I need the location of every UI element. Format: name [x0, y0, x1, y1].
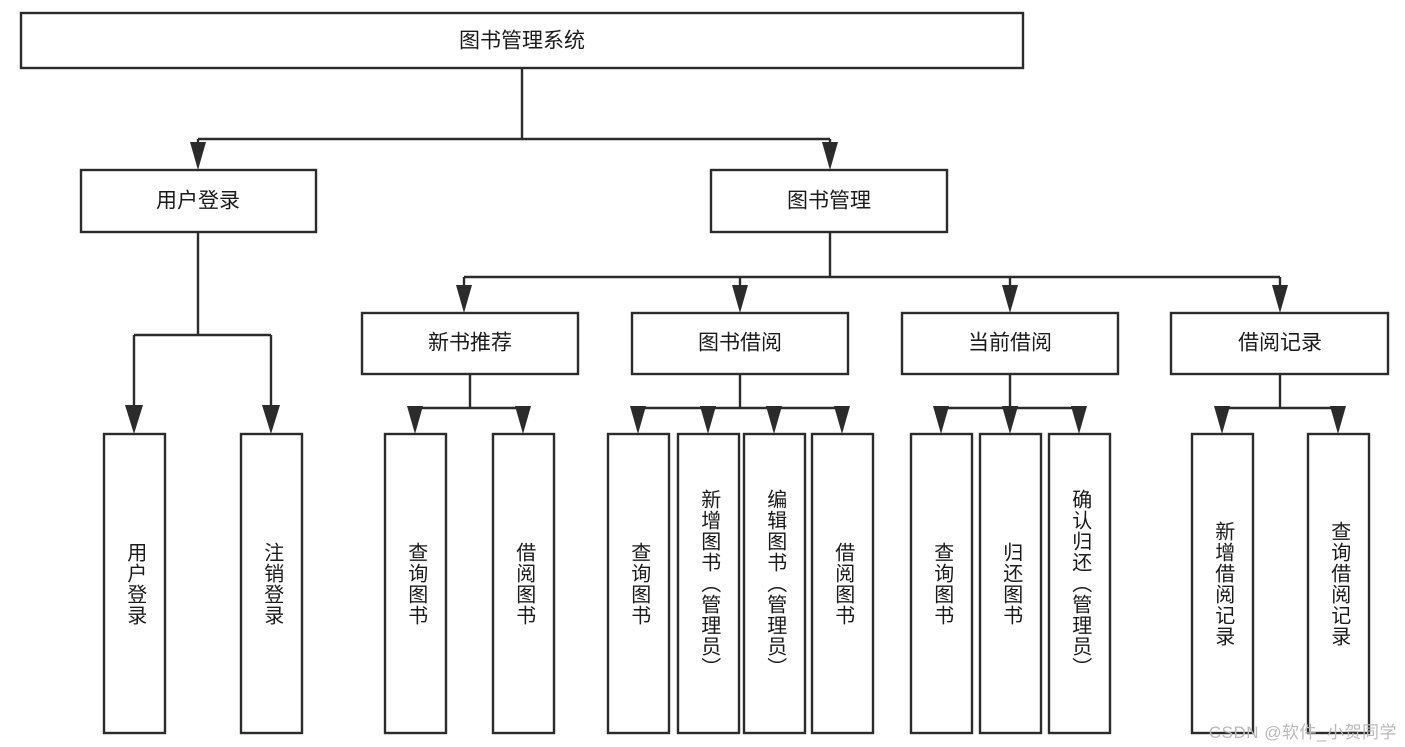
leaf-add-record-box[interactable]: [1190, 432, 1255, 735]
connector-group-book-borrow: [630, 374, 850, 434]
node-book-manage[interactable]: 图书管理: [709, 168, 949, 234]
node-new-book-recommend-label: 新书推荐: [428, 332, 512, 355]
leaf-confirm-return-box[interactable]: [1047, 432, 1112, 735]
leaf-borrow-book-2-box[interactable]: [810, 432, 875, 735]
connector-group-new-book-recommend: [407, 374, 531, 434]
leaf-query-record-box[interactable]: [1306, 432, 1371, 735]
connector-group-user-login: [125, 232, 280, 434]
node-borrow-record-label: 借阅记录: [1238, 332, 1322, 355]
node-root[interactable]: 图书管理系统: [19, 11, 1025, 70]
node-book-borrow-box[interactable]: [630, 311, 850, 376]
node-user-login-box[interactable]: [79, 168, 318, 234]
connector-group-book-manage: [456, 232, 1288, 313]
node-new-book-recommend[interactable]: 新书推荐: [360, 311, 580, 376]
node-current-borrow-box[interactable]: [900, 311, 1120, 376]
node-borrow-record-box[interactable]: [1169, 311, 1390, 376]
leaf-add-book-box[interactable]: [676, 432, 741, 735]
leaf-user-login-box[interactable]: [102, 432, 167, 735]
connector-group-borrow-record: [1214, 374, 1346, 434]
leaf-user-logout-box[interactable]: [239, 432, 304, 735]
node-current-borrow-label: 当前借阅: [968, 332, 1052, 355]
arrow-leaf-query-book-3: [933, 406, 949, 434]
node-book-borrow[interactable]: 图书借阅: [630, 311, 850, 376]
node-user-login-label: 用户登录: [156, 190, 240, 213]
connector-group-current-borrow: [933, 374, 1087, 434]
node-book-borrow-label: 图书借阅: [698, 332, 782, 355]
leaf-return-book-box[interactable]: [978, 432, 1043, 735]
node-current-borrow[interactable]: 当前借阅: [900, 311, 1120, 376]
connector-group-root: [190, 68, 838, 170]
arrow-borrow-record: [1272, 285, 1288, 313]
node-book-manage-box[interactable]: [709, 168, 949, 234]
arrow-current-borrow: [1002, 285, 1018, 313]
arrow-leaf-edit-book: [766, 406, 782, 434]
arrow-leaf-query-record: [1330, 406, 1346, 434]
node-root-box[interactable]: [19, 11, 1025, 70]
arrow-leaf-add-book: [700, 406, 716, 434]
leaf-query-book-1-box[interactable]: [383, 432, 448, 735]
arrow-leaf-user-login: [125, 405, 143, 434]
leaf-boxes: [102, 432, 1371, 735]
watermark-text: CSDN @软件_小贺同学: [1208, 723, 1397, 742]
arrow-leaf-return-book: [1002, 406, 1018, 434]
arrow-user-login: [190, 142, 206, 170]
node-borrow-record[interactable]: 借阅记录: [1169, 311, 1390, 376]
arrow-new-book-recommend: [456, 285, 472, 313]
arrow-leaf-add-record: [1214, 406, 1230, 434]
arrow-leaf-confirm-return: [1071, 406, 1087, 434]
leaf-query-book-2-box[interactable]: [606, 432, 671, 735]
leaf-query-book-3-box[interactable]: [909, 432, 974, 735]
arrow-book-manage: [822, 142, 838, 170]
arrow-leaf-query-book-2: [630, 406, 646, 434]
arrow-leaf-user-logout: [262, 405, 280, 434]
arrow-leaf-query-book-1: [407, 406, 423, 434]
node-user-login[interactable]: 用户登录: [79, 168, 318, 234]
arrow-leaf-borrow-book-2: [834, 406, 850, 434]
leaf-borrow-book-1-box[interactable]: [491, 432, 556, 735]
leaf-edit-book-box[interactable]: [742, 432, 807, 735]
node-book-manage-label: 图书管理: [787, 190, 871, 213]
arrow-book-borrow: [732, 285, 748, 313]
node-root-label: 图书管理系统: [459, 30, 585, 53]
arrow-leaf-borrow-book-1: [515, 406, 531, 434]
node-new-book-recommend-box[interactable]: [360, 311, 580, 376]
